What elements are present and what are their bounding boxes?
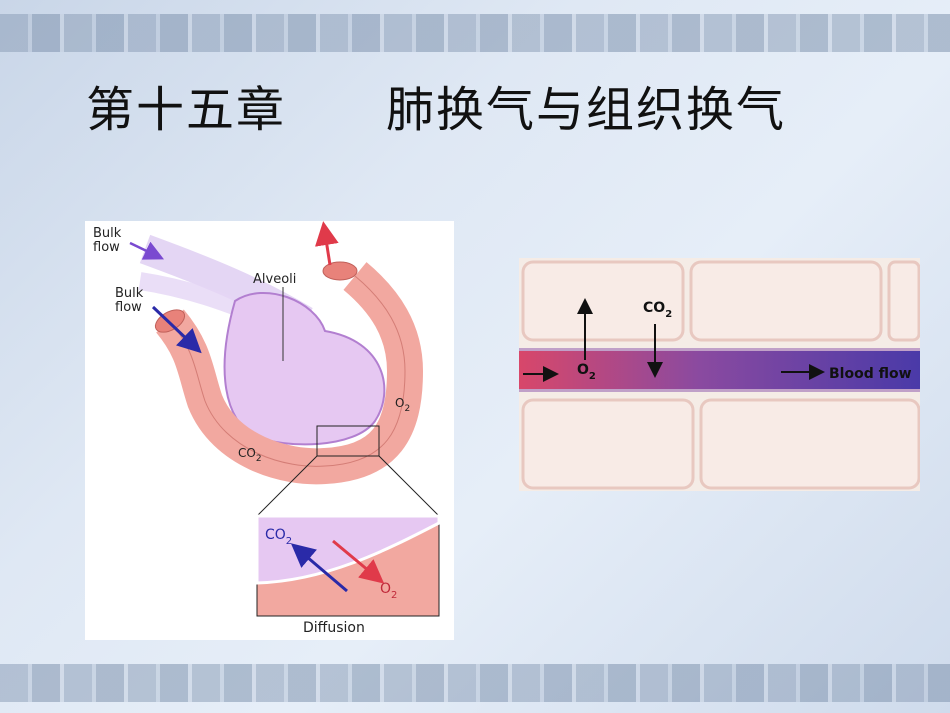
inset-o2-label: O2	[380, 581, 397, 601]
alveoli-diagram: Bulk flow Bulk flow Alveoli CO2 O2 CO2 O…	[85, 221, 454, 640]
capillary-o2-label: O2	[577, 362, 596, 382]
tissue-cell	[699, 398, 921, 490]
decorative-bottom-band	[0, 664, 950, 702]
alveoli-label: Alveoli	[253, 272, 296, 287]
decorative-top-band	[0, 14, 950, 52]
alveoli-svg: Bulk flow Bulk flow Alveoli CO2 O2 CO2 O…	[93, 221, 441, 636]
vessel-opening	[322, 261, 358, 281]
capillary-diagram: CO2 O2 Blood flow	[519, 258, 921, 491]
bulk-flow-label: Bulk	[93, 226, 122, 241]
zoom-line	[378, 455, 440, 517]
blood-vessel-outline	[169, 275, 406, 467]
bulk-flow-label: flow	[93, 240, 120, 255]
capillary-wall	[519, 348, 920, 351]
bulk-flow-arrow	[151, 305, 202, 354]
tissue-cell	[521, 398, 695, 490]
diffusion-label: Diffusion	[303, 620, 365, 636]
bulk-flow-label: Bulk	[115, 286, 144, 301]
tissue-cell	[689, 260, 883, 342]
capillary-svg: CO2 O2 Blood flow	[519, 260, 921, 490]
bulk-flow-arrow	[129, 241, 165, 260]
zoom-line	[256, 455, 318, 517]
blood-flow-label: Blood flow	[829, 366, 912, 382]
zoom-region	[316, 425, 380, 457]
inset-co2-label: CO2	[265, 527, 292, 547]
o2-diffusion-arrow	[332, 539, 385, 584]
capillary-wall	[519, 389, 920, 392]
o2-label: O2	[395, 396, 410, 414]
bulk-flow-label: flow	[115, 300, 142, 315]
tissue-cell	[887, 260, 921, 342]
tissue-cell	[521, 260, 685, 342]
slide-title: 第十五章 肺换气与组织换气	[86, 82, 787, 138]
alveolus	[223, 292, 386, 446]
co2-label: CO2	[238, 446, 262, 464]
outflow-arrow	[314, 221, 339, 266]
co2-diffusion-arrow	[290, 543, 348, 593]
capillary-co2-label: CO2	[643, 300, 672, 320]
